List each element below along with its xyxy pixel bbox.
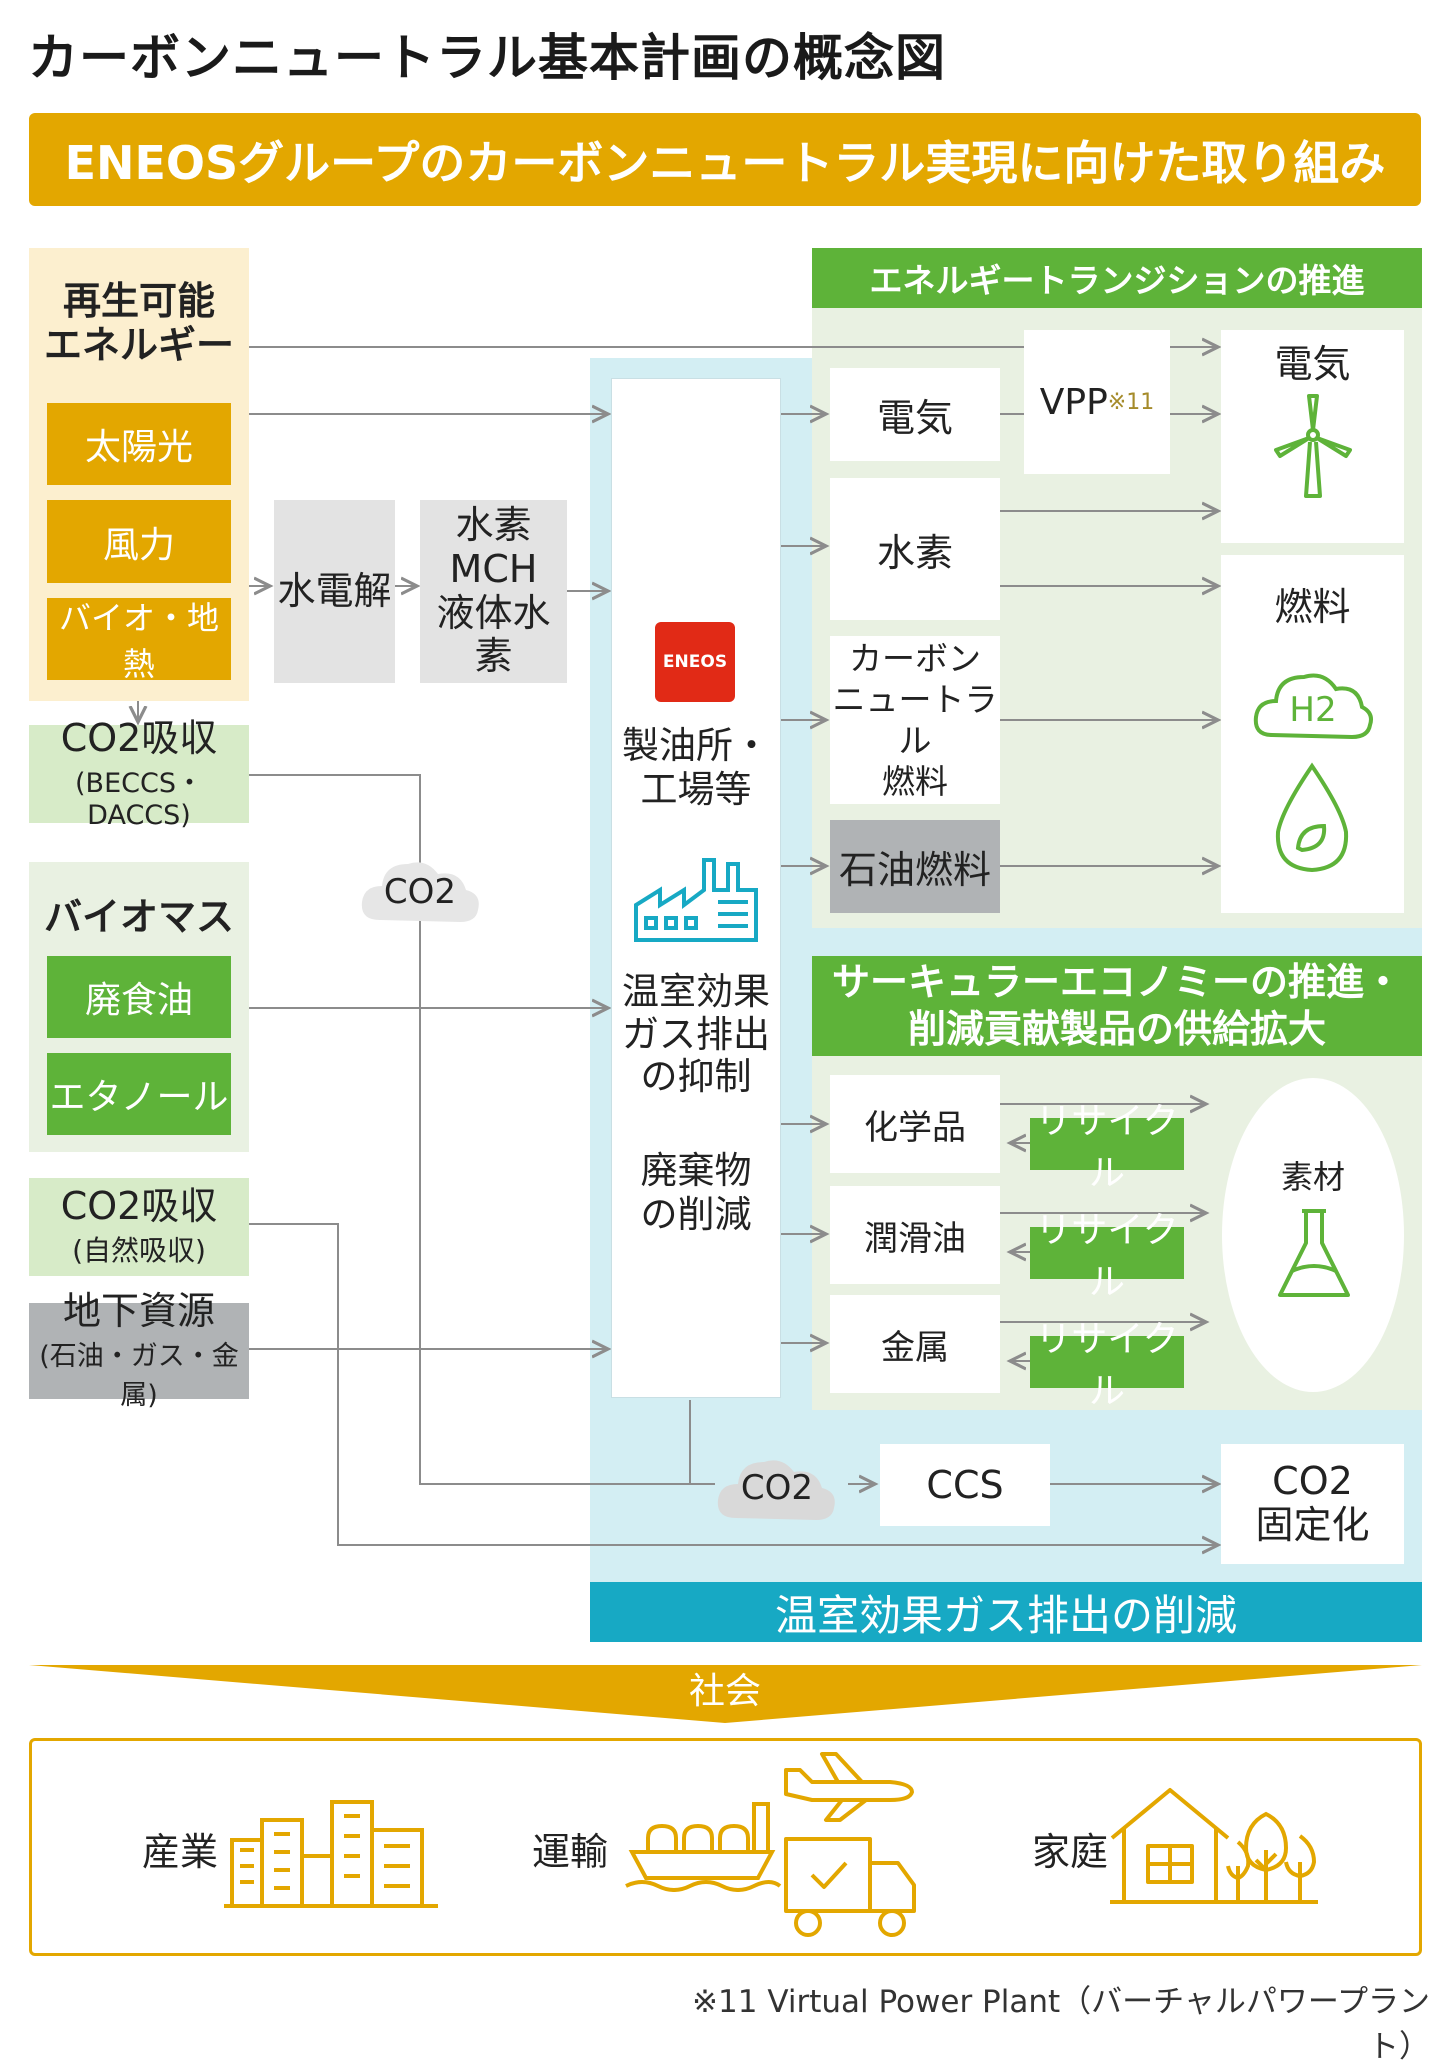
h2-label: H2 <box>1289 690 1337 730</box>
out-electricity-tile <box>1221 330 1404 543</box>
co2-natural-box: CO2吸収 (自然吸収) <box>29 1178 249 1276</box>
wind-tile: 風力 <box>47 500 231 583</box>
co2-cloud-left-label: CO2 <box>383 872 457 912</box>
materials-oval <box>1222 1078 1404 1392</box>
co2-natural-sub: (自然吸収) <box>72 1233 206 1267</box>
out-fuel-tile <box>1221 555 1404 913</box>
vpp-label: VPP <box>1039 381 1108 423</box>
eneos-logo: ENEOS <box>655 622 735 702</box>
page-title: カーボンニュートラル基本計画の概念図 <box>28 29 946 87</box>
banner: ENEOSグループのカーボンニュートラル実現に向けた取り組み <box>29 113 1421 206</box>
ghg-suppress-label: 温室効果 ガス排出 の抑制 <box>622 970 770 1099</box>
co2-cloud-right-label: CO2 <box>740 1468 814 1508</box>
recycle-tag-3: リサイクル <box>1030 1319 1184 1412</box>
co2-cloud-right <box>717 1460 835 1520</box>
underground-sub: (石油・ガス・金属) <box>39 1340 239 1411</box>
lubricants-tile: 潤滑油 <box>830 1186 1000 1284</box>
electrolysis-tile: 水電解 <box>274 500 395 683</box>
refinery-label: 製油所・ 工場等 <box>622 723 770 811</box>
biomass-title: バイオマス <box>43 894 234 939</box>
h2-cloud-icon <box>1253 673 1373 740</box>
eneos-logo-text: ENEOS <box>662 652 728 672</box>
vpp-tile: VPP※11 <box>1024 330 1170 474</box>
transport-label: 運輸 <box>531 1829 608 1874</box>
fuel-drop-icon <box>1275 762 1349 873</box>
co2-capture-sub: (BECCS・DACCS) <box>75 767 203 831</box>
waste-reduce-label: 廃棄物 の削減 <box>640 1148 752 1236</box>
society-box <box>29 1738 1422 1956</box>
recycle-tag-1: リサイクル <box>1030 1101 1184 1194</box>
society-label: 社会 <box>688 1671 761 1712</box>
ccs-tile: CCS <box>880 1444 1050 1526</box>
wind-turbine-icon <box>1274 394 1352 498</box>
co2-natural-title: CO2吸収 <box>60 1184 218 1229</box>
hydrogen-tile: 水素 <box>830 478 1000 620</box>
flask-icon <box>1278 1209 1350 1297</box>
hydrogen-forms-tile: 水素 MCH 液体水素 <box>420 500 567 683</box>
co2-cloud-left <box>361 862 479 922</box>
out-electricity-label: 電気 <box>1274 341 1351 386</box>
vpp-note: ※11 <box>1107 389 1155 415</box>
footnote: ※11 Virtual Power Plant（バーチャルパワープラント） <box>692 1984 1430 2065</box>
society-arrow <box>29 1665 1422 1723</box>
buildings-icon <box>224 1800 438 1908</box>
waste-oil-tile: 廃食油 <box>47 956 231 1038</box>
materials-label: 素材 <box>1280 1158 1345 1196</box>
out-fuel-label: 燃料 <box>1274 584 1351 629</box>
recycle-tag-2: リサイクル <box>1030 1210 1184 1303</box>
industry-label: 産業 <box>141 1829 218 1874</box>
co2-fixation-tile: CO2 固定化 <box>1221 1444 1404 1564</box>
co2-capture-box: CO2吸収 (BECCS・DACCS) <box>29 716 249 831</box>
trees-icon <box>1226 1811 1318 1904</box>
truck-icon <box>784 1837 916 1937</box>
ghg-footer-band: 温室効果ガス排出の削減 <box>590 1582 1422 1642</box>
chemicals-tile: 化学品 <box>830 1075 1000 1173</box>
factory-icon <box>634 858 758 942</box>
household-label: 家庭 <box>1031 1829 1108 1874</box>
bio-geo-tile: バイオ・地熱 <box>47 598 231 683</box>
cn-fuel-tile: カーボン ニュートラル 燃料 <box>830 636 1000 804</box>
metals-tile: 金属 <box>830 1295 1000 1393</box>
underground-box: 地下資源 (石油・ガス・金属) <box>29 1289 249 1411</box>
oil-fuel-tile: 石油燃料 <box>830 820 1000 913</box>
energy-transition-heading: エネルギートランジションの推進 <box>812 248 1422 308</box>
house-icon <box>1110 1788 1230 1904</box>
ethanol-tile: エタノール <box>47 1053 231 1135</box>
airplane-icon <box>784 1752 914 1822</box>
ship-icon <box>625 1802 782 1892</box>
circular-heading: サーキュラーエコノミーの推進・ 削減貢献製品の供給拡大 <box>812 956 1422 1056</box>
electricity-tile: 電気 <box>830 368 1000 461</box>
co2-capture-title: CO2吸収 <box>60 716 218 761</box>
renewable-energy-title: 再生可能 エネルギー <box>43 279 234 367</box>
solar-tile: 太陽光 <box>47 403 231 485</box>
underground-title: 地下資源 <box>62 1289 215 1334</box>
